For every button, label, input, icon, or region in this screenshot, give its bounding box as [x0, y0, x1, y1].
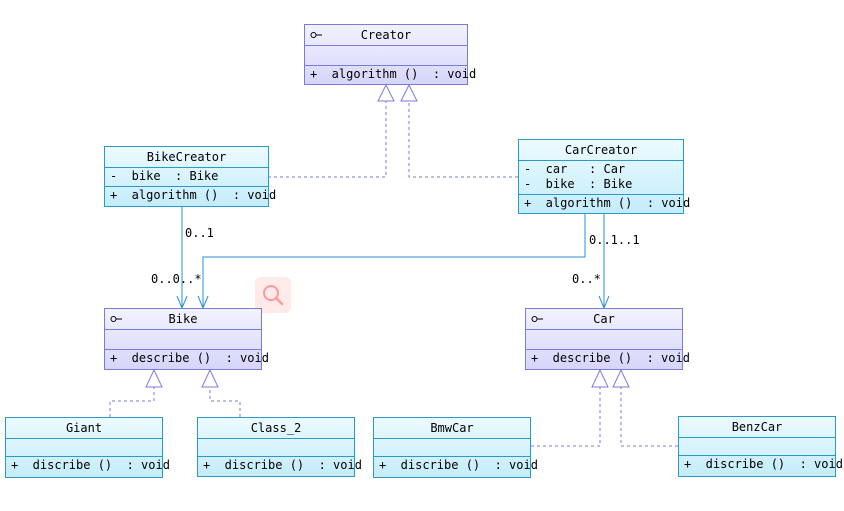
operation: + algorithm () : void: [110, 188, 277, 202]
operations-section: + discribe () : void: [6, 457, 170, 475]
class-header: Creator: [305, 25, 467, 46]
realization-arrowhead: [612, 368, 630, 388]
class-name: Bike: [168, 312, 198, 326]
class-name: BmwCar: [430, 421, 474, 435]
realization-arrowhead: [377, 83, 395, 102]
attributes-section: [526, 330, 682, 350]
attributes-section: [374, 439, 530, 457]
class-name: Car: [593, 312, 615, 326]
realization-bmwcar-car: [531, 387, 601, 447]
class-benz-car[interactable]: BenzCar + discribe () : void: [678, 416, 843, 477]
realization-arrowhead: [591, 368, 609, 388]
interface-icon: [310, 32, 322, 38]
realization-bikecreator-creator: [268, 101, 387, 178]
realization-arrowhead: [145, 368, 163, 388]
class-header: CarCreator: [519, 140, 683, 161]
class-header: BmwCar: [374, 418, 530, 439]
class-car[interactable]: Car + describe () : void: [525, 308, 690, 370]
attribute: - car : Car: [524, 162, 626, 176]
attributes-section: [6, 439, 162, 457]
interface-icon: [531, 316, 543, 322]
attribute: - bike : Bike: [110, 169, 219, 183]
class-bmw-car[interactable]: BmwCar + discribe () : void: [373, 417, 538, 478]
class-car-creator[interactable]: CarCreator - car : Car - bike : Bike + a…: [518, 139, 691, 214]
operations-section: + discribe () : void: [198, 457, 362, 475]
association-carcreator-bike: [202, 213, 586, 308]
attributes-section: - car : Car - bike : Bike: [519, 161, 683, 195]
realization-class2-bike: [209, 387, 241, 417]
attributes-section: [679, 438, 835, 456]
multiplicity-label: 0..0..*: [151, 272, 202, 286]
operation: + discribe () : void: [379, 458, 538, 472]
class-name: Creator: [360, 28, 412, 42]
class-header: Bike: [105, 309, 261, 330]
multiplicity-label: 0..1..1: [589, 233, 640, 247]
class-header: BikeCreator: [105, 147, 268, 168]
class-name: CarCreator: [564, 143, 638, 157]
realization-benzcar-car: [620, 387, 678, 447]
class-header: BenzCar: [679, 417, 835, 438]
operations-section: + algorithm () : void: [105, 187, 277, 205]
attributes-section: [198, 439, 354, 457]
class-giant[interactable]: Giant + discribe () : void: [5, 417, 170, 478]
operation: + discribe () : void: [203, 458, 362, 472]
interface-icon: [110, 316, 122, 322]
class-bike[interactable]: Bike + describe () : void: [104, 308, 269, 370]
operation: + describe () : void: [531, 351, 690, 365]
operations-section: + describe () : void: [105, 350, 269, 368]
operation: + discribe () : void: [684, 457, 843, 471]
operation: + describe () : void: [110, 351, 269, 365]
class-header: Car: [526, 309, 682, 330]
attributes-section: - bike : Bike: [105, 168, 268, 187]
operations-section: + algorithm () : void: [519, 195, 691, 213]
realization-arrowhead: [201, 368, 219, 388]
magnifier-icon[interactable]: [255, 277, 291, 313]
class-header: Class_2: [198, 418, 354, 439]
attributes-section: [305, 46, 467, 66]
operation: + discribe () : void: [11, 458, 170, 472]
operations-section: + discribe () : void: [374, 457, 538, 475]
multiplicity-label: 0..*: [572, 272, 601, 286]
class-name: Class_2: [250, 421, 302, 435]
operations-section: + describe () : void: [526, 350, 690, 368]
attribute: - bike : Bike: [524, 177, 633, 191]
realization-carcreator-creator: [408, 101, 518, 178]
class-name: BikeCreator: [146, 150, 227, 164]
class-name: BenzCar: [731, 420, 783, 434]
operation: + algorithm () : void: [524, 196, 691, 210]
class-bike-creator[interactable]: BikeCreator - bike : Bike + algorithm ()…: [104, 146, 277, 207]
realization-giant-bike: [109, 387, 155, 417]
operation: + algorithm () : void: [310, 67, 477, 81]
class-header: Giant: [6, 418, 162, 439]
class-class-2[interactable]: Class_2 + discribe () : void: [197, 417, 362, 477]
class-name: Giant: [65, 421, 103, 435]
operations-section: + algorithm () : void: [305, 66, 477, 84]
realization-arrowhead: [400, 83, 418, 102]
multiplicity-label: 0..1: [185, 226, 214, 240]
attributes-section: [105, 330, 261, 350]
class-creator[interactable]: Creator + algorithm () : void: [304, 24, 477, 85]
operations-section: + discribe () : void: [679, 456, 843, 474]
